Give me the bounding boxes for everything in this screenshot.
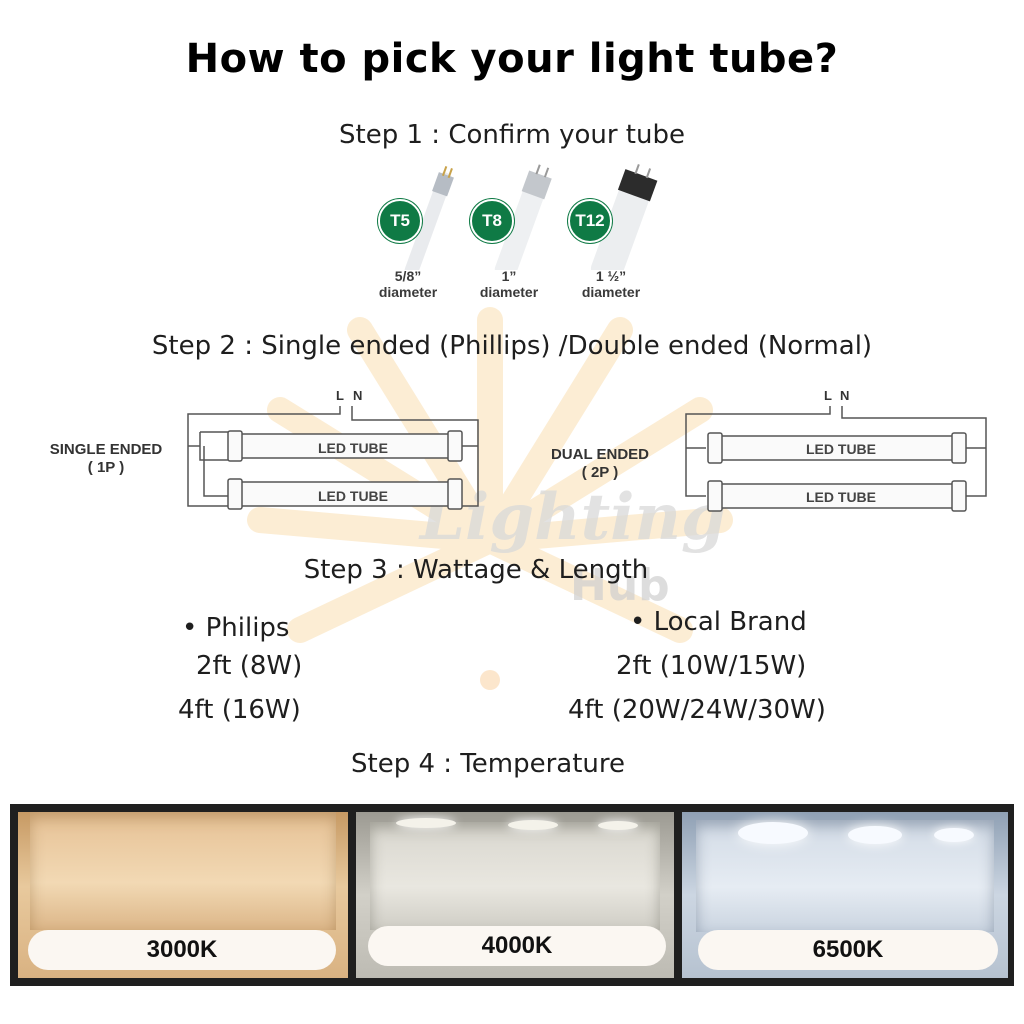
temp-6500k-label: 6500K bbox=[698, 930, 998, 970]
dual-tube2-label: LED TUBE bbox=[806, 489, 876, 505]
single-ended-diagram bbox=[187, 406, 479, 510]
philips-title: • Philips bbox=[182, 613, 290, 643]
step2-heading: Step 2 : Single ended (Phillips) /Double… bbox=[151, 331, 873, 361]
t5-badge: T5 bbox=[378, 199, 422, 243]
tube-illustrations bbox=[404, 164, 658, 270]
local-brand-4ft: 4ft (20W/24W/30W) bbox=[568, 695, 826, 725]
watermark-subtext: Hub bbox=[570, 560, 670, 611]
dual-ended-diagram bbox=[685, 406, 987, 512]
page-title: How to pick your light tube? bbox=[185, 36, 839, 82]
t8-badge: T8 bbox=[470, 199, 514, 243]
t5-diameter: 5/8”diameter bbox=[378, 268, 438, 300]
t12-badge: T12 bbox=[568, 199, 612, 243]
step1-heading: Step 1 : Confirm your tube bbox=[339, 120, 685, 150]
temp-3000k-label: 3000K bbox=[28, 930, 336, 970]
step3-heading: Step 3 : Wattage & Length bbox=[303, 555, 649, 585]
single-ended-label: SINGLE ENDED( 1P ) bbox=[49, 441, 163, 476]
lighting-hub-watermark bbox=[247, 307, 733, 690]
step4-heading: Step 4 : Temperature bbox=[351, 749, 625, 779]
panel-4000k: 4000K bbox=[356, 812, 674, 978]
temp-4000k-label: 4000K bbox=[368, 926, 666, 966]
single-tube1-label: LED TUBE bbox=[318, 440, 388, 456]
dual-n-label: N bbox=[840, 388, 850, 403]
philips-2ft: 2ft (8W) bbox=[196, 651, 303, 681]
watermark-text: Lighting bbox=[420, 480, 726, 555]
panel-6500k: 6500K bbox=[682, 812, 1008, 978]
dual-ended-label: DUAL ENDED( 2P ) bbox=[550, 446, 650, 481]
t8-diameter: 1”diameter bbox=[479, 268, 539, 300]
panel-3000k: 3000K bbox=[18, 812, 348, 978]
t12-tube-icon bbox=[590, 164, 658, 270]
dual-l-label: L bbox=[824, 388, 832, 403]
local-brand-title: • Local Brand bbox=[630, 607, 807, 637]
philips-4ft: 4ft (16W) bbox=[178, 695, 301, 725]
dual-tube1-label: LED TUBE bbox=[806, 441, 876, 457]
t5-tube-icon bbox=[404, 166, 454, 270]
single-n-label: N bbox=[353, 388, 363, 403]
local-brand-2ft: 2ft (10W/15W) bbox=[616, 651, 807, 681]
t8-tube-icon bbox=[494, 164, 552, 270]
single-l-label: L bbox=[336, 388, 344, 403]
t12-diameter: 1 ½”diameter bbox=[581, 268, 641, 300]
single-tube2-label: LED TUBE bbox=[318, 488, 388, 504]
